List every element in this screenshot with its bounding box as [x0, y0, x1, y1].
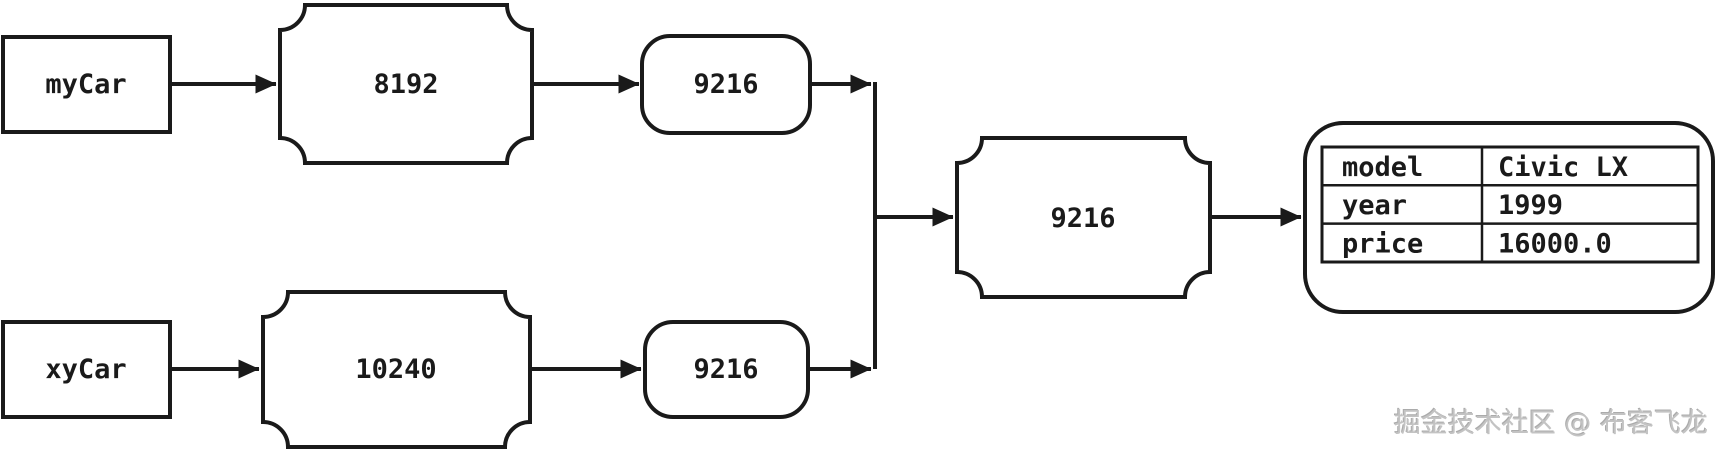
- variable-box-mycar: [1, 35, 172, 134]
- object-table-value-price: 16000.0: [1498, 229, 1612, 260]
- object-table-value-model: Civic LX: [1498, 152, 1628, 183]
- object-table-value-year: 1999: [1498, 190, 1563, 221]
- object-table-key-price: price: [1342, 229, 1423, 260]
- address-node-10240: 10240: [261, 290, 532, 449]
- address-label-8192: 8192: [373, 69, 438, 100]
- address-label-10240: 10240: [355, 354, 436, 385]
- variable-label-xycar: xyCar: [45, 354, 126, 385]
- shared-object-node-9216: 9216: [955, 136, 1212, 299]
- object-table-frame: [1320, 145, 1700, 264]
- reference-node-9216-top: 9216: [640, 34, 812, 135]
- shared-object-box-9216: [955, 136, 1212, 299]
- object-table-row-price: price 16000.0: [1342, 229, 1612, 260]
- reference-label-9216-top: 9216: [693, 69, 758, 100]
- variable-label-mycar: myCar: [45, 69, 126, 100]
- address-box-10240: [261, 290, 532, 449]
- watermark-text: 掘金技术社区 @ 布客飞龙: [1394, 408, 1708, 439]
- object-table-row-model: model Civic LX: [1342, 152, 1628, 183]
- reference-label-9216-bottom: 9216: [693, 354, 758, 385]
- object-node: model Civic LX year 1999 price 16000.0: [1303, 121, 1715, 314]
- address-box-8192: [278, 3, 534, 165]
- object-table-row-year: year 1999: [1342, 190, 1563, 221]
- object-table-key-model: model: [1342, 152, 1423, 183]
- reference-node-9216-bottom: 9216: [643, 320, 810, 419]
- shared-object-label-9216: 9216: [1050, 203, 1115, 234]
- object-table-key-year: year: [1342, 190, 1407, 221]
- variable-node-xycar: xyCar: [1, 320, 172, 419]
- address-node-8192: 8192: [278, 3, 534, 165]
- variable-node-mycar: myCar: [1, 35, 172, 134]
